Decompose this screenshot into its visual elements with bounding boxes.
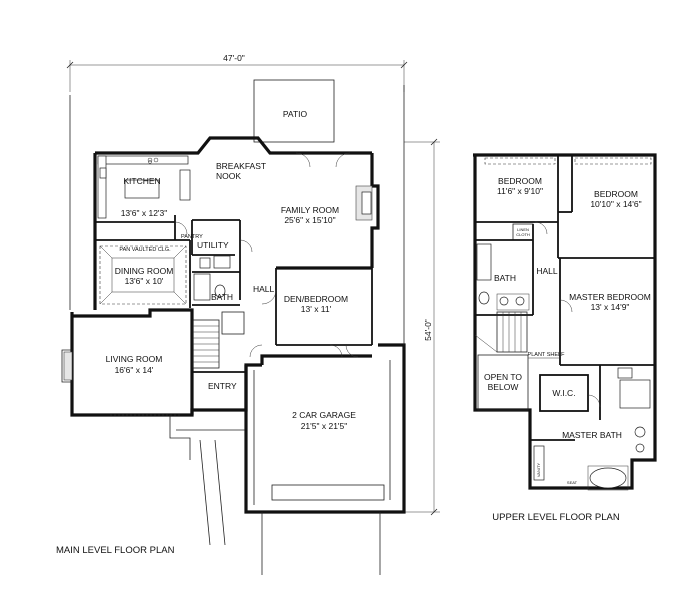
upper-bath-label: BATH: [494, 273, 516, 283]
width-dimension-label: 47'-0": [223, 53, 245, 63]
linen-label: LINEN: [517, 227, 529, 232]
master-bath-label: MASTER BATH: [562, 430, 622, 440]
den-bedroom-size: 13' x 11': [301, 304, 332, 314]
bedroom-2-size: 10'10" x 14'6": [590, 199, 641, 209]
living-room-size: 16'6" x 14': [115, 365, 154, 375]
depth-dimension-label: 54'-0": [423, 319, 433, 341]
breakfast-label: BREAKFAST: [216, 161, 266, 171]
kitchen-size: 13'6" x 12'3": [121, 208, 168, 218]
bath-label: BATH: [211, 292, 233, 302]
living-room-label: LIVING ROOM: [106, 354, 163, 364]
depth-dimension: 54'-0": [404, 138, 440, 516]
pantry-label: PANTRY: [181, 234, 203, 240]
hall-label: HALL: [253, 284, 275, 294]
kitchen-island: [124, 179, 160, 199]
main-level-title: MAIN LEVEL FLOOR PLAN: [56, 545, 175, 556]
bedroom-2-label: BEDROOM: [594, 189, 638, 199]
patio-outline: [253, 79, 335, 143]
below-label: BELOW: [488, 382, 519, 392]
garage-size: 21'5" x 21'5": [301, 421, 348, 431]
upper-hall-label: HALL: [536, 266, 558, 276]
upper-level-plan: BEDROOM 11'6" x 9'10" BEDROOM 10'10" x 1…: [473, 153, 657, 523]
kitchen-label: KITCHEN: [123, 176, 160, 186]
nook-label: NOOK: [216, 171, 241, 181]
plant-shelf-label: PLANT SHELF: [528, 352, 566, 358]
upper-level-title: UPPER LEVEL FLOOR PLAN: [492, 512, 620, 523]
pan-vaulted-label: PAN VAULTED CLG.: [119, 247, 171, 253]
cloth-label: CLOTH: [516, 232, 530, 237]
master-bedroom-size: 13' x 14'9": [591, 302, 630, 312]
patio-label: PATIO: [283, 109, 308, 119]
family-room-size: 25'6" x 15'10": [284, 215, 335, 225]
family-room-label: FAMILY ROOM: [281, 205, 339, 215]
entry-label: ENTRY: [208, 381, 237, 391]
bedroom-1-label: BEDROOM: [498, 176, 542, 186]
seat-label: SEAT: [567, 480, 578, 485]
vanity-label: VANITY: [536, 463, 541, 477]
master-bedroom-label: MASTER BEDROOM: [569, 292, 651, 302]
open-to-label: OPEN TO: [484, 372, 522, 382]
den-bedroom-label: DEN/BEDROOM: [284, 294, 348, 304]
dining-room-size: 13'6" x 10': [125, 276, 164, 286]
garage-door-outline: [271, 484, 385, 501]
main-level-plan: PATIO BREAKFAST NOOK KITCHEN 13'6" x 12'…: [56, 79, 406, 575]
dining-vault-outline: [99, 245, 187, 305]
bedroom-1-size: 11'6" x 9'10": [497, 186, 543, 196]
width-dimension: 47'-0": [66, 53, 408, 92]
garage-label: 2 CAR GARAGE: [292, 410, 356, 420]
utility-label: UTILITY: [197, 240, 229, 250]
master-tub: [589, 467, 627, 489]
dining-room-label: DINING ROOM: [115, 266, 174, 276]
wic-label: W.I.C.: [552, 388, 575, 398]
